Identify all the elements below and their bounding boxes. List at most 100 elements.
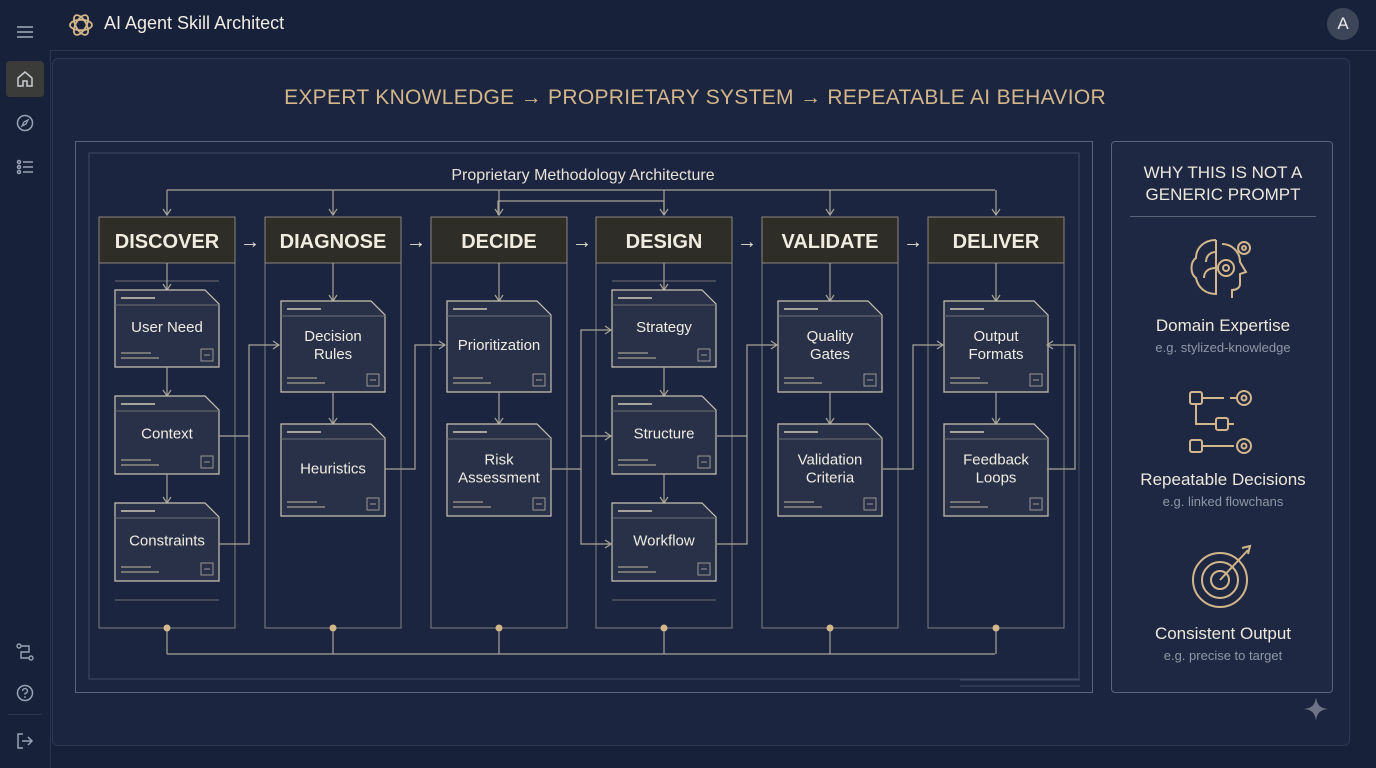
- card: [611, 289, 717, 368]
- card: [943, 423, 1049, 517]
- route-line: [717, 436, 748, 545]
- arrowhead: [770, 340, 779, 350]
- card-label: Feedback: [963, 452, 1029, 469]
- card-label: Criteria: [806, 470, 855, 487]
- card-label: Structure: [634, 426, 695, 443]
- arrowhead: [991, 208, 1001, 217]
- stage-label: DIAGNOSE: [280, 231, 387, 253]
- sidebar-divider: [8, 714, 42, 715]
- card: [114, 395, 220, 475]
- card-label: Output: [973, 328, 1019, 345]
- hierarchy-icon: [366, 373, 380, 387]
- route-line: [551, 329, 611, 470]
- arrowhead: [604, 431, 613, 441]
- card: [114, 502, 220, 582]
- sidebar: [0, 26, 51, 768]
- feature-example: e.g. precise to target: [1163, 648, 1283, 663]
- stage-label: DECIDE: [461, 231, 537, 253]
- card: [611, 502, 717, 582]
- sidebar-item-flows[interactable]: [6, 634, 44, 670]
- stage-output-dot: [660, 624, 668, 632]
- warning-icon: [532, 497, 546, 511]
- stage-arrow-icon: →: [406, 231, 426, 253]
- sparkle-icon: [1304, 697, 1328, 721]
- architecture-diagram-svg: Proprietary Methodology ArchitectureDISC…: [88, 152, 1080, 687]
- cycle-icon: [697, 562, 711, 576]
- card-label: Rules: [314, 346, 352, 363]
- stage-output-dot: [826, 624, 834, 632]
- card: [280, 300, 386, 393]
- route-line: [580, 469, 611, 545]
- card-label: Context: [141, 426, 194, 443]
- icon-frame: [863, 373, 877, 387]
- stage-arrow-icon: →: [240, 231, 260, 253]
- menu-icon: [17, 26, 33, 38]
- feature-name: Consistent Output: [1154, 624, 1292, 643]
- card-label: Validation: [798, 452, 863, 469]
- home-icon: [17, 71, 33, 87]
- stage-header: [927, 216, 1065, 264]
- stage-output-dot: [495, 624, 503, 632]
- card: [446, 423, 552, 517]
- stage-label: VALIDATE: [781, 231, 878, 253]
- stage-output-dot: [329, 624, 337, 632]
- code-icon: [200, 562, 214, 576]
- icon-frame: [366, 497, 380, 511]
- card: [114, 289, 220, 368]
- menu-button[interactable]: [6, 14, 44, 50]
- logout-icon: [17, 733, 34, 749]
- code-icon: [1029, 373, 1043, 387]
- icon-frame: [200, 562, 214, 576]
- sidebar-item-list[interactable]: [6, 149, 44, 185]
- arrowhead: [825, 208, 835, 217]
- card-label: Prioritization: [458, 337, 541, 354]
- sidebar-item-explore[interactable]: [6, 105, 44, 141]
- card: [777, 423, 883, 517]
- card-label: Loops: [976, 470, 1017, 487]
- icon-frame: [366, 373, 380, 387]
- icon-frame: [200, 455, 214, 469]
- icon-frame: [697, 562, 711, 576]
- card: [611, 395, 717, 475]
- refresh-icon: [1029, 497, 1043, 511]
- card-label: Heuristics: [300, 461, 366, 478]
- stage-arrow-icon: →: [572, 231, 592, 253]
- card-label: Workflow: [633, 533, 695, 550]
- stage-header: [264, 216, 402, 264]
- panel-title-line: WHY THIS IS NOT A: [1143, 163, 1303, 182]
- icon-frame: [1029, 497, 1043, 511]
- list-icon: [16, 159, 33, 175]
- arrowhead: [438, 340, 447, 350]
- feature-name: Domain Expertise: [1155, 316, 1291, 335]
- icon-frame: [697, 348, 711, 362]
- network-icon: [366, 497, 380, 511]
- icon-frame: [863, 497, 877, 511]
- feature-example: e.g. linked flowchans: [1162, 494, 1284, 509]
- card-label: Quality: [807, 328, 854, 345]
- target-icon: [1192, 544, 1252, 608]
- icon-frame: [532, 373, 546, 387]
- sidebar-item-home[interactable]: [6, 61, 44, 97]
- card-label: Risk: [484, 452, 514, 469]
- sidebar-item-help[interactable]: [6, 675, 44, 711]
- card-label: Constraints: [129, 533, 205, 550]
- icon-frame: [697, 455, 711, 469]
- card-label: Formats: [968, 346, 1023, 363]
- stage-header: [595, 216, 733, 264]
- stage-output-dot: [163, 624, 171, 632]
- logout-button[interactable]: [6, 723, 44, 759]
- diagram-title: Proprietary Methodology Architecture: [451, 167, 714, 184]
- arrowhead: [162, 208, 172, 217]
- network-icon: [697, 455, 711, 469]
- logo-icon: [69, 14, 93, 36]
- stage-arrow-icon: →: [903, 231, 923, 253]
- compass-icon: [16, 114, 34, 132]
- arrowhead: [936, 340, 945, 350]
- avatar[interactable]: A: [1327, 8, 1359, 40]
- card-label: Strategy: [636, 319, 692, 336]
- top-bar: AI Agent Skill Architect A: [0, 0, 1376, 51]
- flowchart-icon: [1189, 390, 1252, 454]
- panel-title-line: GENERIC PROMPT: [1145, 185, 1301, 204]
- ranking-icon: [532, 373, 546, 387]
- card: [280, 423, 386, 517]
